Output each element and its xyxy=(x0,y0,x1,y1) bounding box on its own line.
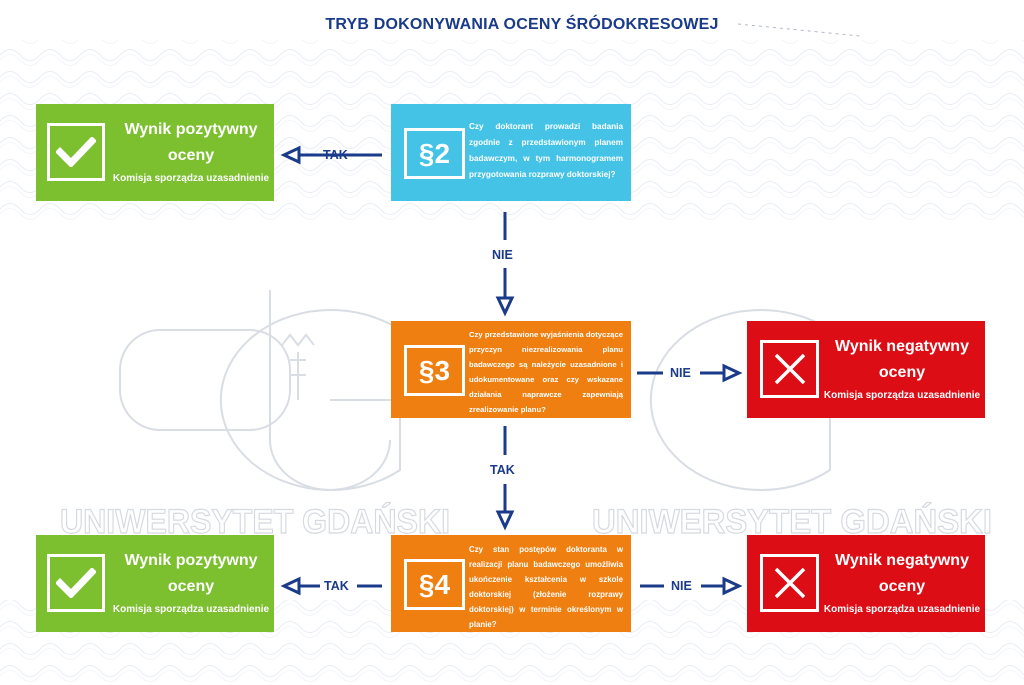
result-positive-bottom: Wynik pozytywny oceny Komisja sporządza … xyxy=(36,535,274,632)
check-icon xyxy=(47,123,105,181)
edge-label-q4-neg2: NIE xyxy=(671,579,692,593)
paragraph-icon: §3 xyxy=(404,345,465,396)
question-par2: §2 Czy doktorant prowadzi badania zgodni… xyxy=(391,104,631,201)
result-title: Wynik pozytywny oceny xyxy=(124,121,258,164)
question-par3: §3 Czy przedstawione wyjaśnienia dotyczą… xyxy=(391,321,631,418)
edge-label-q2-pos1: TAK xyxy=(323,148,348,162)
result-text: Wynik pozytywny oceny Komisja sporządza … xyxy=(112,117,270,186)
result-title: Wynik pozytywny oceny xyxy=(124,552,258,595)
question-text: Czy doktorant prowadzi badania zgodnie z… xyxy=(469,122,623,179)
result-subtitle: Komisja sporządza uzasadnienie xyxy=(823,390,981,401)
result-title: Wynik negatywny oceny xyxy=(835,338,969,381)
result-title: Wynik negatywny oceny xyxy=(835,552,969,595)
edge-label-q2-q3: NIE xyxy=(492,248,513,262)
result-subtitle: Komisja sporządza uzasadnienie xyxy=(112,604,270,615)
check-icon xyxy=(47,554,105,612)
edge-label-q3-q4: TAK xyxy=(490,463,515,477)
page-title: TRYB DOKONYWANIA OCENY ŚRÓDOKRESOWEJ xyxy=(325,16,719,33)
question-text: Czy przedstawione wyjaśnienia dotyczące … xyxy=(469,330,623,414)
result-negative-middle: Wynik negatywny oceny Komisja sporządza … xyxy=(747,321,985,418)
ug-logo-watermark xyxy=(119,290,831,491)
question-text: Czy stan postępów doktoranta w realizacj… xyxy=(469,545,623,629)
x-icon xyxy=(760,554,819,612)
result-text: Wynik negatywny oceny Komisja sporządza … xyxy=(823,334,981,403)
result-negative-bottom: Wynik negatywny oceny Komisja sporządza … xyxy=(747,535,985,632)
edge-label-q3-neg1: NIE xyxy=(670,366,691,380)
x-icon xyxy=(760,340,819,398)
result-text: Wynik negatywny oceny Komisja sporządza … xyxy=(823,548,981,617)
result-subtitle: Komisja sporządza uzasadnienie xyxy=(823,604,981,615)
result-subtitle: Komisja sporządza uzasadnienie xyxy=(112,173,270,184)
result-positive-top: Wynik pozytywny oceny Komisja sporządza … xyxy=(36,104,274,201)
result-text: Wynik pozytywny oceny Komisja sporządza … xyxy=(112,548,270,617)
paragraph-icon: §2 xyxy=(404,128,465,179)
paragraph-icon: §4 xyxy=(404,559,465,610)
question-par4: §4 Czy stan postępów doktoranta w realiz… xyxy=(391,535,631,632)
edge-label-q4-pos2: TAK xyxy=(324,579,349,593)
